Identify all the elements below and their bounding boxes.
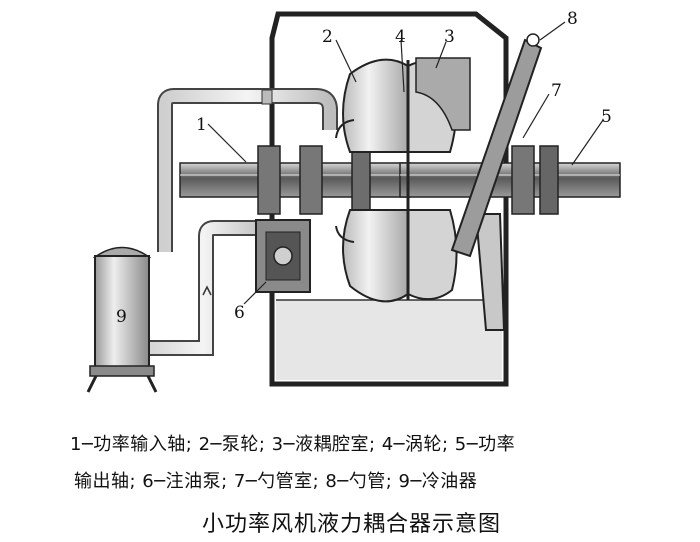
bearings bbox=[257, 145, 559, 215]
casing bbox=[269, 11, 509, 387]
coupling-chamber bbox=[415, 57, 471, 131]
legend-line-2: 输出轴; 6─注油泵; 7─勺管室; 8─勺管; 9─冷油器 bbox=[74, 471, 478, 492]
output-shaft bbox=[399, 162, 621, 198]
callout-1: 1 bbox=[196, 115, 207, 135]
figure-title: 小功率风机液力耦合器示意图 bbox=[202, 512, 502, 537]
callout-2: 2 bbox=[322, 27, 333, 47]
pump-wheel bbox=[335, 58, 409, 303]
scoop-tube bbox=[450, 33, 543, 258]
coupler-diagram: 1 2 4 3 8 7 5 6 9 bbox=[86, 9, 621, 393]
callout-4: 4 bbox=[395, 27, 406, 47]
callout-3: 3 bbox=[444, 27, 455, 47]
oil-cooler bbox=[86, 246, 158, 393]
input-shaft bbox=[179, 162, 411, 198]
callout-8: 8 bbox=[567, 9, 578, 29]
legend-line-1: 1─功率输入轴; 2─泵轮; 3─液耦腔室; 4─涡轮; 5─功率 bbox=[70, 434, 516, 455]
callout-7: 7 bbox=[551, 81, 562, 101]
oil-injection-pump bbox=[255, 219, 311, 293]
callout-5: 5 bbox=[601, 107, 612, 127]
cooling-pipe bbox=[138, 88, 338, 356]
leader-lines bbox=[207, 21, 604, 305]
callout-6: 6 bbox=[234, 303, 245, 323]
scoop-tube-chamber bbox=[474, 213, 506, 331]
callout-9: 9 bbox=[116, 307, 127, 327]
